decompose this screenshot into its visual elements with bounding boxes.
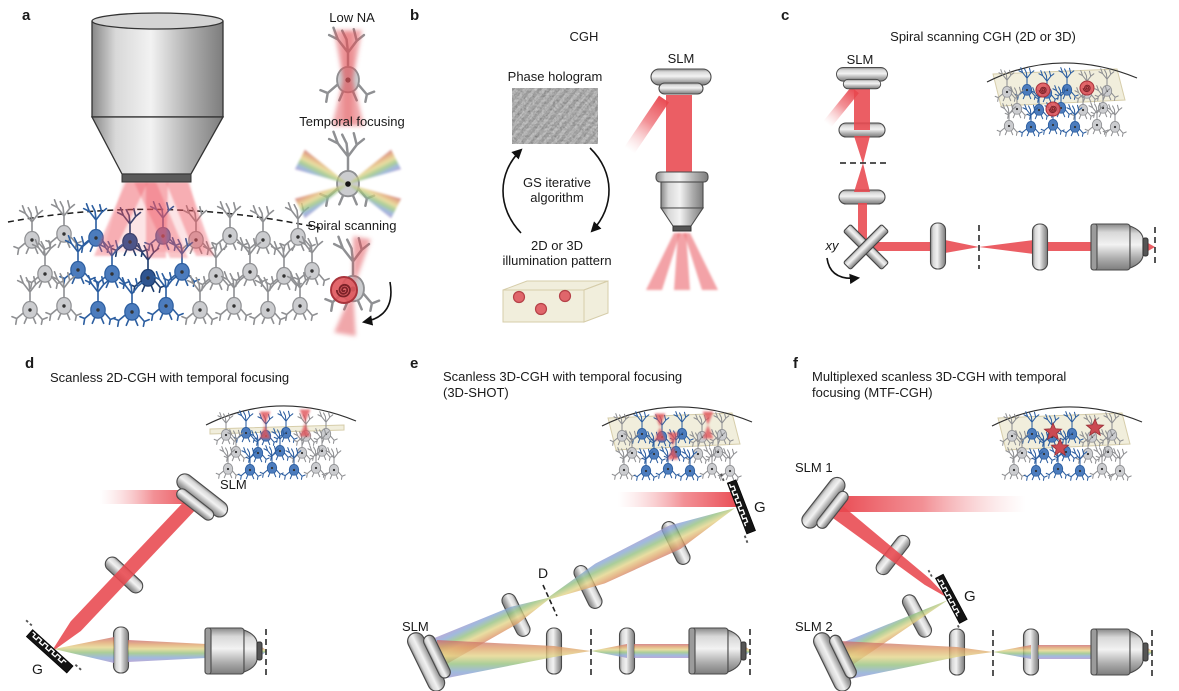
spiral-target — [1079, 80, 1095, 96]
focal-fan-b — [646, 233, 718, 290]
tissue-inset-f — [992, 407, 1142, 480]
panel-c-label: c — [781, 7, 789, 24]
phase-hologram-image — [512, 88, 598, 144]
rotation-arrow — [361, 281, 392, 326]
rainbow-beam-diagonal-e — [425, 508, 735, 669]
objective — [1090, 223, 1149, 271]
slm-device — [836, 67, 888, 90]
rainbow-beam-horizontal-f — [840, 641, 1153, 681]
grating-label-d: G — [32, 661, 43, 677]
beam-diagonal-b — [624, 95, 669, 154]
slm-device — [650, 68, 712, 95]
spiral-target — [1045, 101, 1061, 117]
diffuser-plane — [542, 584, 558, 617]
gs-algorithm-label-2: algorithm — [530, 190, 583, 205]
input-beam-e — [618, 492, 738, 507]
diffuser-label: D — [538, 565, 548, 581]
rainbow-beam-d — [54, 637, 267, 663]
beam-diagonal-c — [823, 86, 859, 128]
spiral-scanning-icon — [324, 235, 392, 337]
rainbow-beam-horizontal-e — [437, 640, 751, 680]
panel-c: c Spiral scanning CGH (2D or 3D) SLM xy — [781, 7, 1156, 285]
panel-a: a — [7, 7, 405, 337]
panel-f-title-2: focusing (MTF-CGH) — [812, 385, 933, 400]
target-spot — [534, 302, 548, 316]
tissue-inset-e — [602, 407, 752, 480]
panel-f-label: f — [793, 355, 799, 372]
panel-f-title-1: Multiplexed scanless 3D-CGH with tempora… — [812, 369, 1066, 384]
panel-b-label: b — [410, 7, 419, 24]
panel-d: d Scanless 2D-CGH with temporal focusing… — [17, 355, 356, 682]
beam-diagonal-d — [53, 494, 202, 650]
panel-d-label: d — [25, 355, 34, 372]
panel-e-label: e — [410, 355, 418, 372]
input-beam-f — [838, 496, 1026, 512]
target-spot — [558, 289, 572, 303]
spiral-icon — [330, 276, 358, 304]
low-na-icon — [319, 26, 376, 126]
lens — [929, 222, 947, 270]
gs-algorithm-label-1: GS iterative — [523, 175, 591, 190]
pattern-label-2: illumination pattern — [502, 253, 611, 268]
slm-label-c: SLM — [847, 52, 874, 67]
pattern-label-1: 2D or 3D — [531, 238, 583, 253]
slm1-label: SLM 1 — [795, 460, 833, 475]
cycle-arrow-up — [502, 148, 523, 234]
panel-b-title: CGH — [570, 29, 599, 44]
slm-label-b: SLM — [668, 51, 695, 66]
temporal-focusing-label: Temporal focusing — [299, 114, 405, 129]
objective-lens — [90, 12, 225, 183]
spiral-scanning-label: Spiral scanning — [308, 218, 397, 233]
panel-c-title: Spiral scanning CGH (2D or 3D) — [890, 29, 1076, 44]
low-na-label: Low NA — [329, 10, 375, 25]
slm2-label: SLM 2 — [795, 619, 833, 634]
tissue-inset-c — [987, 63, 1137, 136]
input-beam-d — [100, 490, 198, 504]
lens — [838, 189, 886, 205]
objective — [1090, 628, 1149, 676]
cycle-arrow-down — [589, 147, 610, 233]
objective — [204, 627, 263, 675]
panel-d-title: Scanless 2D-CGH with temporal focusing — [50, 370, 289, 385]
objective — [688, 627, 747, 675]
phase-hologram-label: Phase hologram — [508, 69, 603, 84]
lens — [112, 626, 130, 674]
panel-e-title-2: (3D-SHOT) — [443, 385, 509, 400]
spiral-target — [1035, 82, 1051, 98]
beam-diagonal-red-f — [829, 502, 949, 599]
grating-label-f: G — [964, 588, 976, 605]
panel-f: f Multiplexed scanless 3D-CGH with tempo… — [793, 355, 1153, 691]
panel-e: e Scanless 3D-CGH with temporal focusing… — [402, 355, 766, 691]
grating-label-e: G — [754, 499, 766, 516]
panel-a-label: a — [22, 7, 31, 24]
panel-b: b CGH Phase hologram GS iterative algori… — [410, 7, 718, 323]
slm-label-e: SLM — [402, 619, 429, 634]
beam-vertical-c — [854, 88, 870, 241]
lens — [1031, 223, 1049, 271]
illumination-fan — [94, 182, 214, 258]
beam-vertical-b — [666, 95, 692, 175]
illumination-pattern-box — [502, 280, 609, 323]
galvo-rotation-arrow — [826, 257, 861, 285]
temporal-focusing-icon — [294, 130, 402, 219]
target-spot — [512, 290, 526, 304]
panel-e-title-1: Scanless 3D-CGH with temporal focusing — [443, 369, 682, 384]
galvo-xy-label: xy — [825, 238, 841, 253]
slm-label-d: SLM — [220, 477, 247, 492]
tissue-inset-d — [206, 406, 356, 479]
